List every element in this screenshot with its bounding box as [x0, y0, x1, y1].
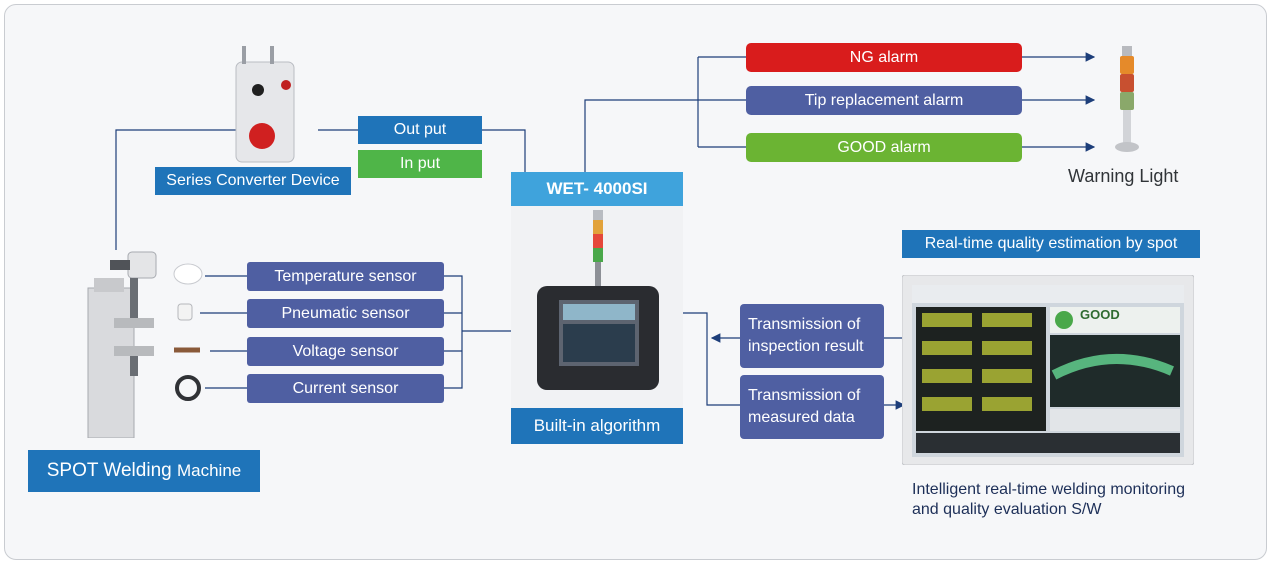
software-monitor: GOOD: [901, 274, 1195, 466]
input-label: In put: [358, 150, 482, 178]
converter-label: Series Converter Device: [155, 167, 351, 195]
warning-light-label: Warning Light: [1068, 166, 1179, 186]
warning-light-image: [1115, 46, 1139, 152]
software-badge: Real-time quality estimation by spot: [902, 230, 1200, 258]
device-image: [537, 210, 659, 390]
sensor-temperature: Temperature sensor: [247, 262, 444, 291]
screen-status-text: GOOD: [1080, 307, 1120, 322]
alarm-good: GOOD alarm: [746, 133, 1022, 162]
device-footer: Built-in algorithm: [511, 408, 683, 444]
sensor-icons: [173, 263, 203, 401]
device-model-title: WET- 4000SI: [511, 172, 683, 206]
spot-welding-machine-image: [87, 251, 157, 438]
software-caption-line1: Intelligent real-time welding monitoring: [912, 481, 1186, 498]
welding-machine-label: SPOT Welding Machine: [28, 450, 260, 492]
sensor-pneumatic: Pneumatic sensor: [247, 299, 444, 328]
welding-machine-label-main: SPOT Welding: [46, 460, 172, 481]
transmission-data: Transmission of measured data: [740, 375, 884, 439]
welding-machine-label-sub: Machine: [176, 461, 242, 480]
alarm-tip-replacement: Tip replacement alarm: [746, 86, 1022, 115]
sensor-current: Current sensor: [247, 374, 444, 403]
software-screen-image: [901, 274, 1195, 466]
converter-device-image: [235, 46, 295, 163]
alarm-ng: NG alarm: [746, 43, 1022, 72]
output-label: Out put: [358, 116, 482, 144]
transmission-result: Transmission of inspection result: [740, 304, 884, 368]
sensor-voltage: Voltage sensor: [247, 337, 444, 366]
software-caption-line2: and quality evaluation S/W: [912, 501, 1102, 518]
device-panel: WET- 4000SI Built-in algorithm: [511, 172, 683, 444]
